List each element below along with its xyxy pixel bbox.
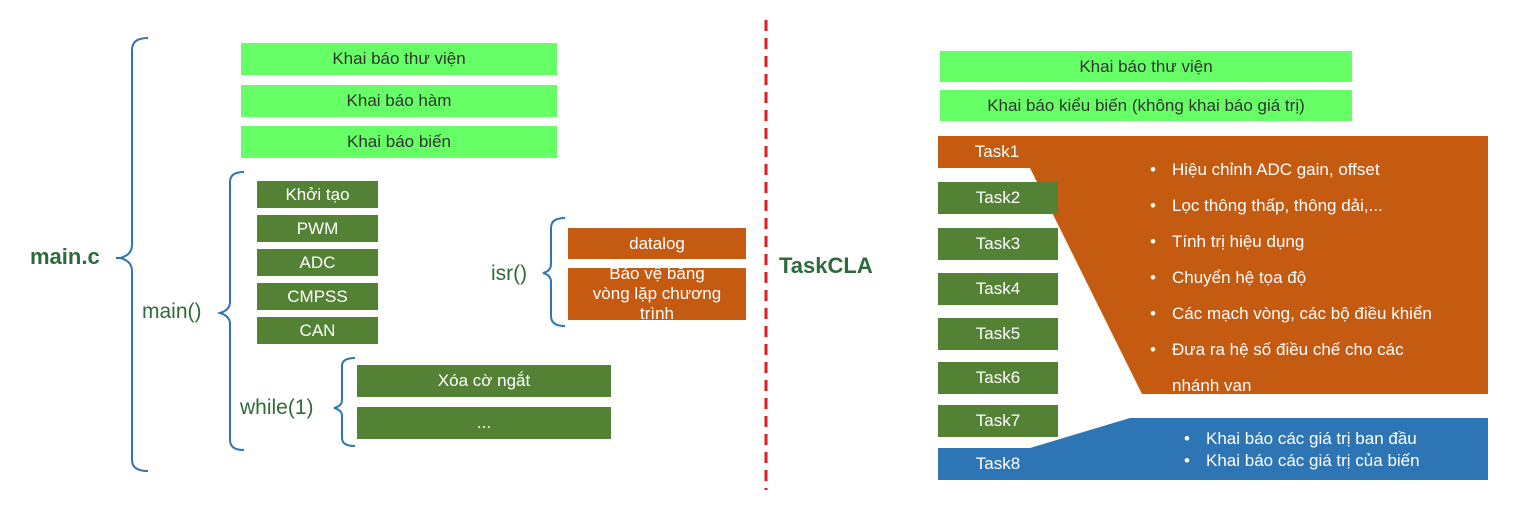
init-box-adc: ADC: [257, 249, 378, 276]
taskcla-label: TaskCLA: [779, 253, 873, 278]
task1-bullet: Chuyển hệ tọa độ: [1146, 260, 1456, 296]
loop-box-ellipsis: ...: [357, 407, 611, 439]
isr-box-protection: Bảo vệ bằng vòng lặp chương trình: [568, 264, 746, 323]
left-header-box-1: Khai báo thư viện: [241, 43, 557, 75]
isr-label: isr(): [491, 262, 528, 285]
init-box-can: CAN: [257, 317, 378, 344]
init-box-pwm: PWM: [257, 215, 378, 242]
loop-box-clear-flag: Xóa cờ ngắt: [357, 365, 611, 397]
isr-box-datalog: datalog: [568, 228, 746, 259]
init-box-khoi-tao: Khởi tạo: [257, 181, 378, 208]
right-header-box-1: Khai báo thư viện: [940, 51, 1352, 82]
task1-bullet: Tính trị hiệu dụng: [1146, 224, 1456, 260]
task-box-8: Task8: [938, 448, 1058, 480]
task-box-3: Task3: [938, 228, 1058, 260]
init-box-cmpss: CMPSS: [257, 283, 378, 310]
isr-brace: [542, 217, 566, 327]
task-box-2: Task2: [938, 182, 1058, 214]
left-header-box-3: Khai báo biến: [241, 126, 557, 158]
while-loop-label: while(1): [240, 396, 314, 419]
task-box-1: Task1: [938, 136, 1056, 168]
task8-bullet: Khai báo các giá trị của biến: [1180, 450, 1480, 472]
main-c-label: main.c: [30, 244, 100, 269]
task-box-7: Task7: [938, 405, 1058, 437]
task8-bullet-list: Khai báo các giá trị ban đầu Khai báo cá…: [1180, 428, 1480, 472]
main-function-label: main(): [142, 300, 202, 323]
task1-bullet: Đưa ra hệ số điều chế cho các nhánh van: [1146, 332, 1442, 404]
task-box-6: Task6: [938, 362, 1058, 394]
task1-bullet: Các mạch vòng, các bộ điều khiển: [1146, 296, 1456, 332]
right-header-box-2: Khai báo kiểu biến (không khai báo giá t…: [940, 90, 1352, 121]
main-c-brace: [119, 37, 149, 472]
main-brace: [216, 171, 245, 451]
task-box-4: Task4: [938, 273, 1058, 305]
task1-bullet-list: Hiệu chỉnh ADC gain, offset Lọc thông th…: [1146, 152, 1456, 404]
while-brace: [333, 357, 356, 447]
task1-bullet: Lọc thông thấp, thông dải,...: [1146, 188, 1456, 224]
task-box-5: Task5: [938, 318, 1058, 350]
task8-bullet: Khai báo các giá trị ban đầu: [1180, 428, 1480, 450]
left-header-box-2: Khai báo hàm: [241, 85, 557, 117]
task1-bullet: Hiệu chỉnh ADC gain, offset: [1146, 152, 1456, 188]
